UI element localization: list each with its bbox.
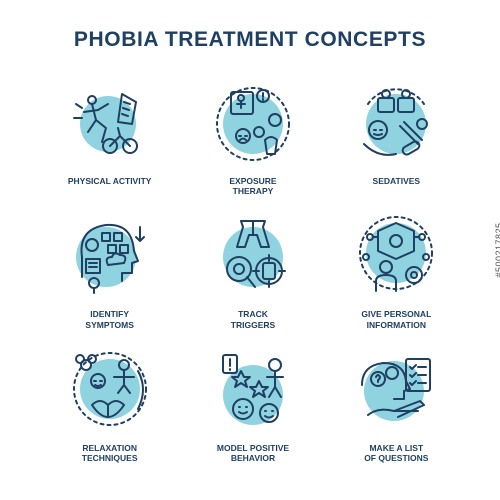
- identify-symptoms-icon: [75, 224, 145, 295]
- concept-label: RELAXATION TECHNIQUES: [81, 442, 138, 463]
- concept-label: PHYSICAL ACTIVITY: [67, 176, 152, 186]
- stock-id: #500217825: [494, 222, 500, 278]
- give-personal-information-icon: [359, 216, 434, 293]
- model-positive-behavior-icon: [221, 353, 284, 425]
- physical-activity-icon: [72, 93, 138, 154]
- page-title: PHOBIA TREATMENT CONCEPTS: [73, 28, 427, 51]
- concept-label: MAKE A LIST OF QUESTIONS: [364, 442, 429, 463]
- concept-relaxation-techniques: RELAXATION TECHNIQUES: [38, 339, 181, 472]
- concept-physical-activity: PHYSICAL ACTIVITY: [38, 72, 181, 205]
- sedatives-icon: [363, 88, 429, 156]
- concept-label: IDENTIFY SYMPTOMS: [85, 309, 134, 330]
- relaxation-techniques-icon: [72, 351, 147, 426]
- concept-label: EXPOSURE THERAPY: [229, 176, 277, 197]
- concept-give-personal-information: GIVE PERSONAL INFORMATION: [325, 205, 468, 338]
- concept-sedatives: SEDATIVES: [325, 72, 468, 205]
- concept-label: TRACK TRIGGERS: [230, 309, 276, 330]
- concept-identify-symptoms: IDENTIFY SYMPTOMS: [38, 205, 181, 338]
- concept-label: SEDATIVES: [372, 176, 421, 186]
- concept-label: MODEL POSITIVE BEHAVIOR: [216, 442, 290, 463]
- concept-label: GIVE PERSONAL INFORMATION: [361, 309, 432, 330]
- make-list-of-questions-icon: [361, 357, 432, 421]
- exposure-therapy-icon: [215, 87, 290, 161]
- concept-track-triggers: TRACK TRIGGERS: [181, 205, 324, 338]
- concept-exposure-therapy: EXPOSURE THERAPY: [181, 72, 324, 205]
- track-triggers-icon: [222, 220, 286, 289]
- concept-model-positive-behavior: MODEL POSITIVE BEHAVIOR: [181, 339, 324, 472]
- concept-grid: PHYSICAL ACTIVITY EXPOSURE THERAPY: [38, 72, 468, 472]
- concept-make-list-of-questions: MAKE A LIST OF QUESTIONS: [325, 339, 468, 472]
